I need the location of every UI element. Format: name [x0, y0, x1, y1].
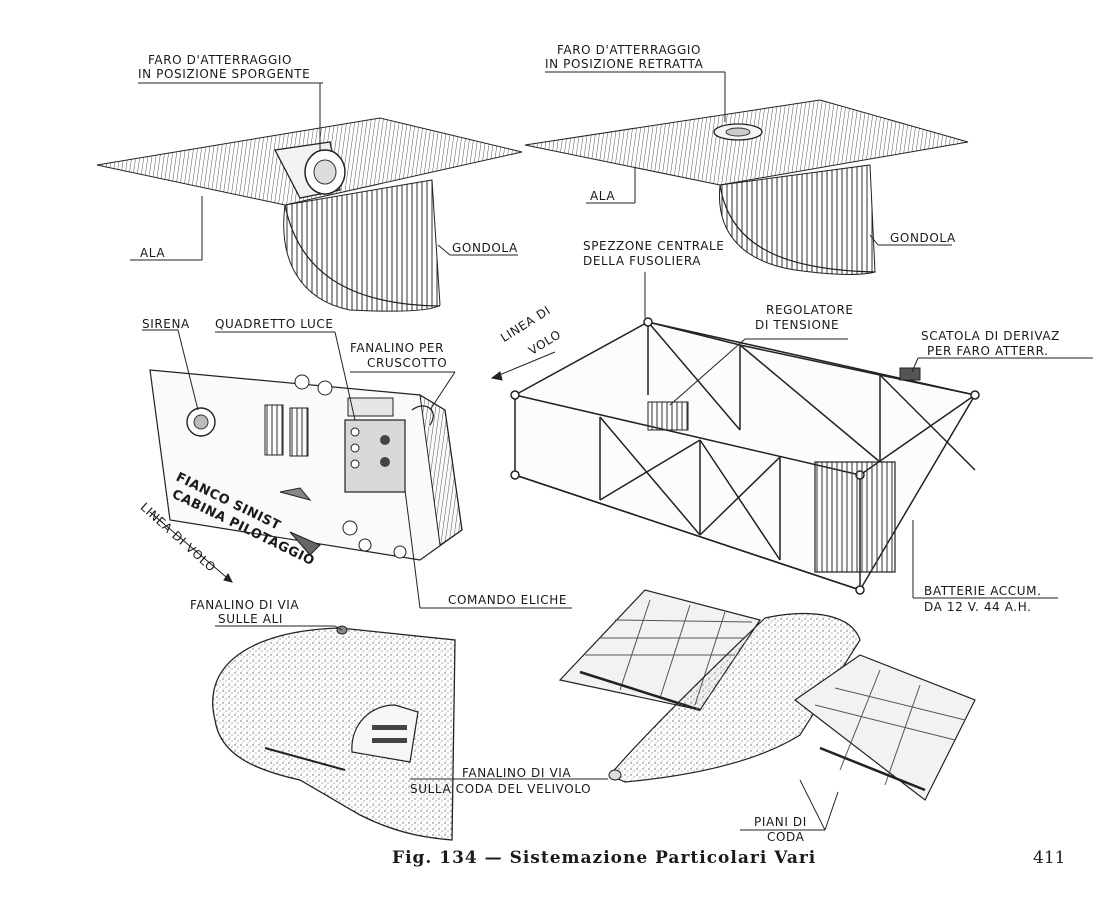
leaders-top-right	[545, 71, 952, 318]
label-batterie-line1: BATTERIE ACCUM.	[924, 584, 1042, 598]
label-gondola-left: GONDOLA	[452, 241, 518, 255]
label-faro-sporgente-line1: FARO D'ATTERRAGGIO	[148, 53, 293, 67]
fuselage-truss-drawing	[510, 317, 980, 595]
label-piani-line2: CODA	[767, 830, 805, 844]
label-scatola-line1: SCATOLA DI DERIVAZ	[921, 329, 1060, 343]
label-fanalino-ali-line2: SULLE ALI	[218, 612, 284, 626]
label-faro-retratta-line1: FARO D'ATTERRAGGIO	[557, 43, 702, 57]
leaders-mid-right	[490, 338, 1093, 599]
leaders-top-left	[130, 82, 518, 261]
label-fanalino-cruscotto-line2: CRUSCOTTO	[367, 356, 448, 370]
cockpit-panel-drawing	[149, 369, 463, 561]
label-regolatore-line2: DI TENSIONE	[755, 318, 840, 332]
truss-components	[647, 367, 921, 573]
battery-pack	[814, 461, 896, 573]
label-faro-sporgente-line2: IN POSIZIONE SPORGENTE	[138, 67, 311, 81]
label-fanalino-coda-line2: SULLA CODA DEL VELIVOLO	[410, 782, 592, 796]
panel-lamp-icon	[411, 405, 434, 426]
label-gondola-right: GONDOLA	[890, 231, 956, 245]
label-comando-eliche: COMANDO ELICHE	[448, 593, 568, 607]
voltage-regulator	[647, 401, 689, 431]
label-batterie-line2: DA 12 V. 44 A.H.	[924, 600, 1032, 614]
leaders-bottom-left	[215, 625, 343, 631]
label-ala-right: ALA	[590, 189, 616, 203]
label-regolatore-line1: REGOLATORE	[766, 303, 854, 317]
wingtip-drawing	[212, 625, 456, 841]
label-piani-line1: PIANI DI	[754, 815, 807, 829]
label-fanalino-ali-line1: FANALINO DI VIA	[190, 598, 300, 612]
label-sirena: SIRENA	[142, 317, 190, 331]
figure-caption: Fig. 134 — Sistemazione Particolari Vari	[392, 848, 817, 868]
label-scatola-line2: PER FARO ATTERR.	[927, 344, 1049, 358]
page-number: 411	[1033, 848, 1066, 868]
junction-box	[899, 367, 921, 381]
label-fanalino-cruscotto-line1: FANALINO PER	[350, 341, 445, 355]
wing-retracted-light-drawing	[524, 99, 969, 275]
label-spezzone-line1: SPEZZONE CENTRALE	[583, 239, 725, 253]
leaders-bottom-right	[410, 778, 839, 831]
label-faro-retratta-line2: IN POSIZIONE RETRATTA	[545, 57, 704, 71]
tail-nav-light-icon	[608, 769, 622, 781]
label-quadretto-luce: QUADRETTO LUCE	[215, 317, 334, 331]
tail-drawing	[558, 589, 976, 801]
label-fanalino-coda-line1: FANALINO DI VIA	[462, 766, 572, 780]
leaders-mid-left	[142, 329, 572, 609]
wing-extended-light-drawing	[96, 117, 523, 312]
label-spezzone-line2: DELLA FUSOLIERA	[583, 254, 702, 268]
label-ala-left: ALA	[140, 246, 166, 260]
